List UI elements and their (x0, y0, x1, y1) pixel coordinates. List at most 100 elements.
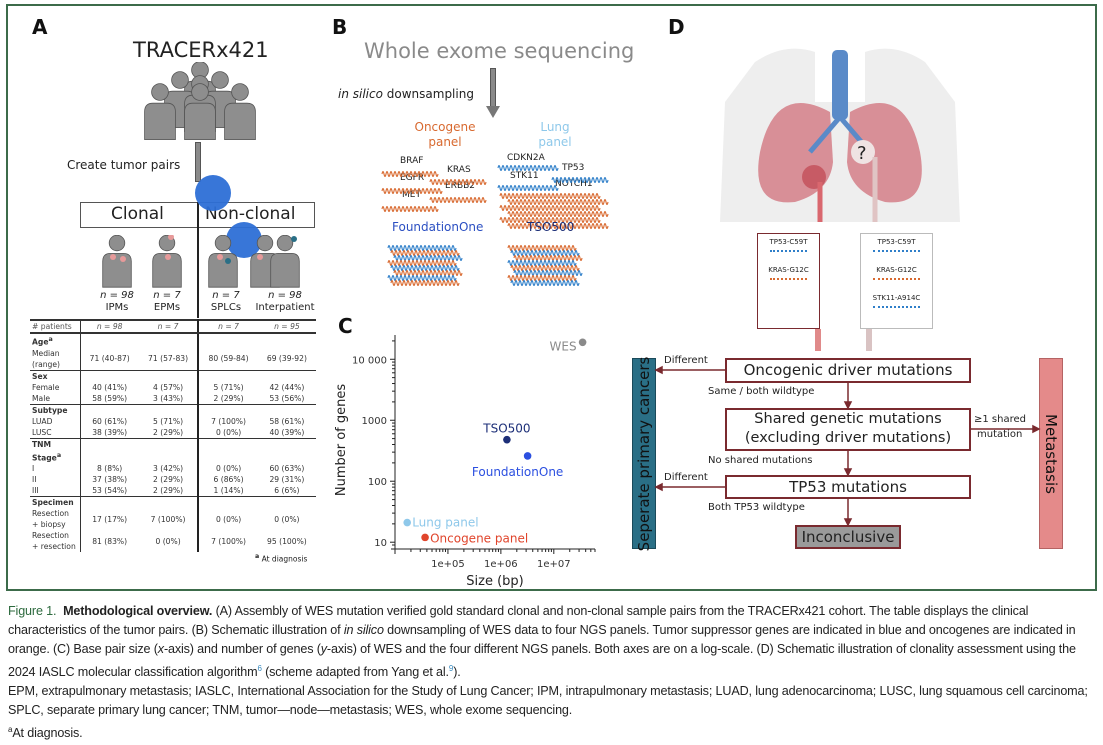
gene-wave (429, 178, 487, 186)
data-point-label: WES (550, 339, 577, 353)
table-cell: I (30, 463, 81, 475)
caption-figure-number: Figure 1. (8, 604, 57, 618)
cohort-n: n = 7 (153, 290, 181, 301)
table-row: Sex (30, 369, 316, 382)
table-cell: Resection + resection (30, 530, 81, 553)
table-cell: n = 7 (138, 319, 200, 334)
caption-footnote: aAt diagnosis. (8, 720, 1098, 743)
cohort-name: IPMs (105, 302, 129, 313)
arrow-head-icon (486, 106, 500, 118)
gene-wave (507, 274, 577, 282)
x-tick-label: 1e+07 (537, 559, 571, 570)
tso500-label: TSO500 (527, 220, 575, 234)
figure-frame (6, 4, 1097, 591)
arrow-down-icon (490, 68, 496, 108)
table-cell: 4 (57%) (138, 381, 200, 393)
data-point-label: Lung panel (412, 516, 478, 530)
edge-no-shared: No shared mutations (708, 455, 813, 466)
edge-same: Same / both wildtype (708, 386, 815, 397)
table-cell: 3 (42%) (138, 463, 200, 475)
table-cell: 29 (31%) (269, 475, 305, 485)
gene-wave (387, 259, 457, 267)
oncogene-panel-line1: Oncogene (414, 120, 476, 134)
table-cell: 0 (0%) (215, 427, 242, 437)
mutation-label: KRAS-G12C (768, 266, 809, 274)
lung-panel-line2: panel (538, 135, 572, 149)
lung-panel-line1: Lung (540, 120, 570, 134)
table-cell (198, 332, 258, 348)
caption-text: downsampling of WES data to four NGS pan… (8, 623, 1076, 656)
caption-italic: y (320, 642, 327, 656)
table-cell (257, 496, 316, 509)
y-tick-label: 1000 (362, 416, 387, 427)
section-title: Age (32, 337, 49, 347)
outcome-metastasis: Metastasis (1039, 358, 1063, 549)
caption-italic: in silico (343, 623, 384, 637)
y-tick-label: 100 (368, 477, 387, 488)
cohort-n: n = 7 (212, 290, 240, 301)
table-cell (138, 403, 200, 416)
table-cell: 71 (40-87) (89, 354, 130, 364)
table-footnote: a At diagnosis (255, 553, 307, 564)
table-cell: 53 (56%) (269, 393, 305, 403)
table-cell: 0 (0%) (138, 530, 200, 553)
caption-text: -axis) of WES and the four different NGS… (8, 642, 1076, 680)
table-cell: 81 (83%) (92, 536, 128, 546)
table-cell (80, 403, 139, 416)
table-cell: 3 (43%) (138, 392, 200, 405)
footnote-sup: a (255, 553, 260, 560)
table-cell (138, 369, 200, 382)
gene-wave (770, 278, 807, 282)
data-point (403, 518, 411, 527)
gene-label: MET (402, 190, 421, 200)
downsampling-rest: downsampling (382, 87, 474, 101)
gene-wave (513, 254, 583, 262)
table-cell: 2 (29%) (138, 474, 200, 486)
table-cell: # patients (30, 319, 81, 334)
sample-box-left: TP53-C59T KRAS-G12C (757, 233, 820, 329)
group-clonal: Clonal (111, 204, 164, 224)
question-mark: ? (857, 143, 867, 164)
step-tp53: TP53 mutations (725, 475, 971, 499)
data-point (503, 435, 511, 444)
gene-wave (499, 216, 601, 224)
y-axis-label: Number of genes (334, 384, 349, 497)
table-cell (138, 437, 200, 464)
edge-both-wt: Both TP53 wildtype (708, 502, 805, 513)
marker-dot (226, 222, 262, 258)
gene-wave (873, 278, 920, 282)
table-cell: 95 (100%) (267, 536, 307, 546)
gene-label: ERBB2 (445, 181, 475, 191)
table-cell: 60 (61%) (92, 416, 128, 426)
table-cell: 1 (14%) (213, 486, 244, 496)
table-cell: Subtype (30, 403, 81, 416)
unknown-tumor-icon (851, 140, 875, 164)
gene-wave (390, 279, 460, 287)
table-cell: n = 98 (80, 319, 139, 334)
outcome-separate-primary: Seperate primary cancers (632, 356, 656, 551)
table-cell: 7 (100%) (211, 416, 246, 426)
arrow-down-icon (866, 329, 872, 351)
data-point (421, 533, 429, 542)
cohort-n: n = 98 (100, 290, 134, 301)
y-tick-label: 10 000 (352, 355, 387, 366)
data-point-label: Oncogene panel (430, 531, 528, 545)
table-row: Agea (30, 332, 316, 348)
table-cell: 37 (38%) (92, 475, 128, 485)
gene-wave (390, 249, 460, 257)
table-cell: 0 (0%) (274, 514, 300, 524)
mutation-label: TP53-C59T (769, 238, 808, 246)
step-oncogenic-driver: Oncogenic driver mutations (725, 358, 971, 383)
gene-wave (507, 244, 577, 252)
reference-link[interactable]: 9 (448, 664, 454, 673)
arrow-down-icon (195, 142, 201, 182)
reference-link[interactable]: 6 (257, 664, 262, 673)
table-cell (80, 496, 139, 509)
